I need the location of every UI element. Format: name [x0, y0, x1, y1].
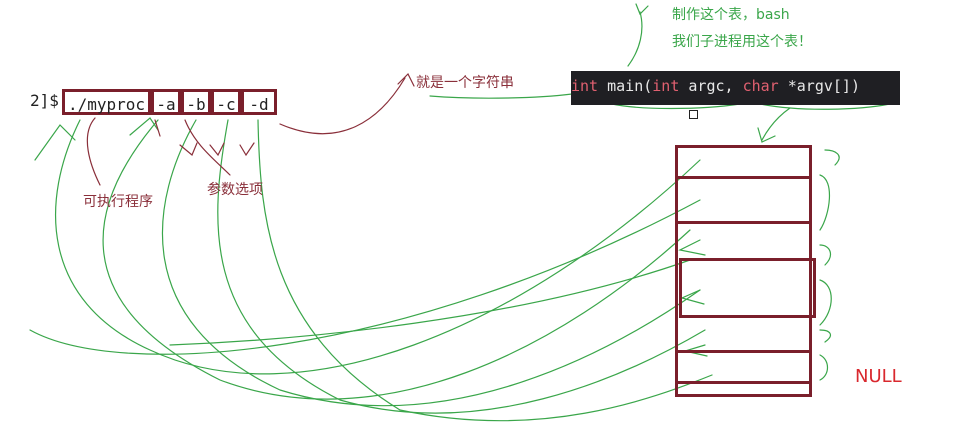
arg-argc: argc,: [679, 77, 743, 95]
arg-argv: *argv[]): [778, 77, 860, 95]
red-arrow-executable: [86, 117, 101, 186]
green-note-to-code-arrow: [627, 11, 643, 67]
argv-cell-1: [675, 176, 812, 224]
red-small-arrow-c: [209, 142, 225, 157]
red-small-arrow-b: [179, 142, 198, 156]
red-arrows: [86, 72, 415, 186]
argv-cell-3: [679, 258, 816, 318]
green-curve-5: [257, 119, 713, 422]
main-signature: int main(int argc, char *argv[]): [571, 77, 860, 95]
kw-char: char: [742, 77, 779, 95]
arg-a-box: -a: [151, 89, 181, 115]
green-curve-7: [169, 259, 691, 346]
arg-d-box: -d: [241, 89, 277, 115]
arg-c-box: -c: [211, 89, 241, 115]
green-arrows: [29, 3, 891, 422]
green-curve-1: [54, 119, 701, 375]
green-code-to-table-arrow: [761, 107, 791, 141]
null-label: NULL: [855, 366, 902, 387]
green-note-to-code-head: [635, 3, 649, 16]
green-string-link: [429, 93, 573, 99]
red-small-arrow-d: [239, 142, 255, 157]
cursor-square: [689, 110, 698, 119]
code-snippet: int main(int argc, char *argv[]): [571, 71, 900, 105]
green-arrowhead-2: [129, 117, 159, 136]
green-code-underline: [611, 103, 891, 110]
red-tick-under-a: [154, 119, 161, 137]
arg-b-box: -b: [181, 89, 211, 115]
string-note: 就是一个字符串: [416, 75, 514, 91]
table-note-line2: 我们子进程用这个表！: [672, 34, 812, 50]
argv-table-outline: [675, 145, 812, 397]
green-curve-3: [161, 119, 701, 407]
shell-prompt: 2]$: [30, 91, 59, 110]
kw-int-return: int: [571, 77, 599, 95]
options-note: 参数选项: [207, 182, 263, 198]
func-main: main(: [598, 77, 653, 95]
red-arrow-options: [184, 119, 231, 176]
red-arrow-string: [279, 77, 406, 135]
arg-myproc-box: ./myproc: [62, 89, 151, 115]
green-curve-2: [102, 119, 691, 400]
green-curve-4: [217, 119, 706, 414]
kw-int-argc: int: [652, 77, 680, 95]
red-arrow-string-head: [397, 72, 415, 87]
green-arrowhead-1: [34, 124, 76, 161]
green-code-to-table-head: [757, 127, 776, 143]
table-note-line1: 制作这个表，bash: [672, 7, 790, 23]
green-curve-6: [29, 199, 701, 355]
argv-cell-null: [675, 350, 812, 384]
executable-note: 可执行程序: [83, 194, 153, 210]
green-squiggle-right: [819, 149, 840, 381]
